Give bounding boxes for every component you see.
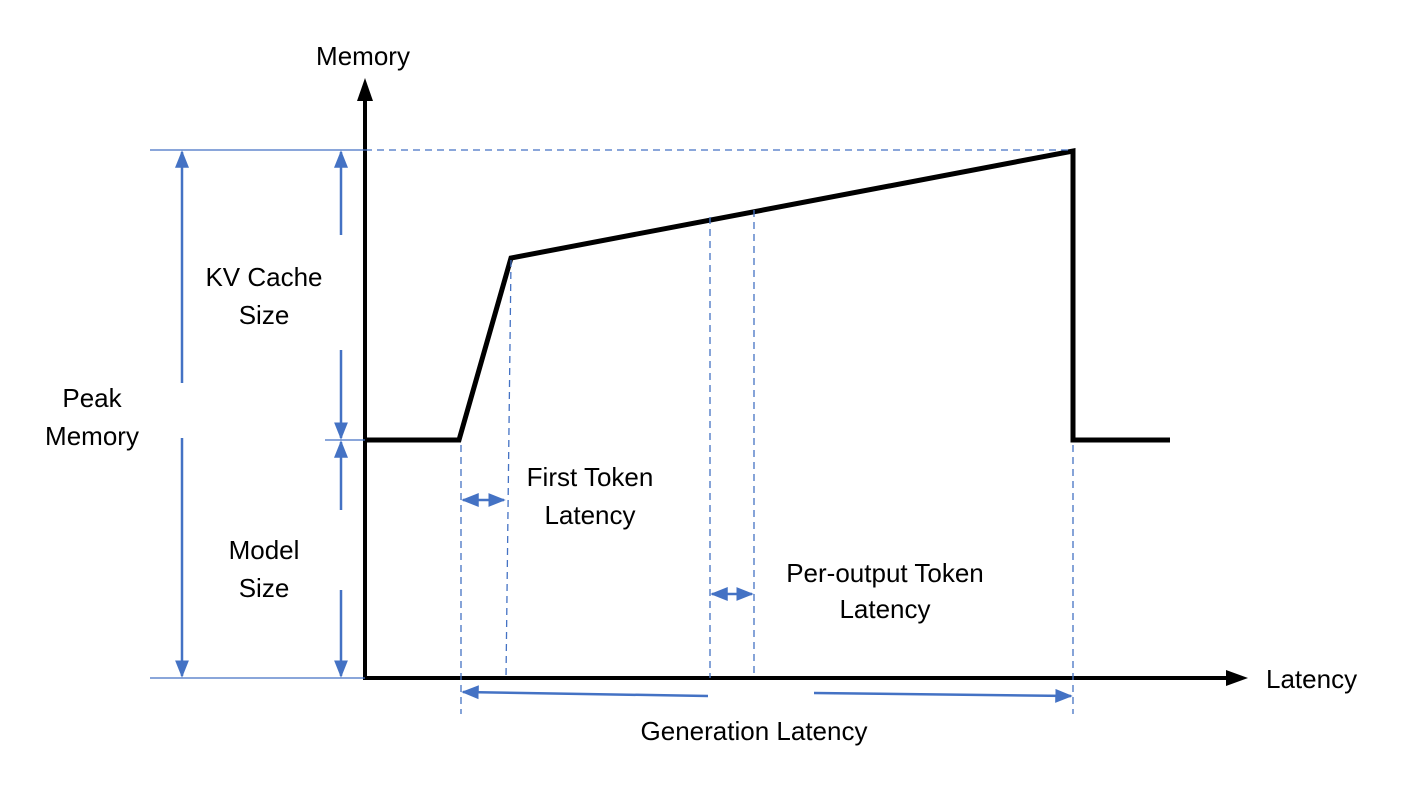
- per-token-label-line1: Per-output Token: [786, 558, 984, 588]
- y-axis-label: Memory: [316, 41, 410, 71]
- y-axis-arrowhead: [357, 78, 373, 101]
- generation-latency-arrows: [461, 685, 1073, 703]
- model-size-label-line1: Model: [229, 535, 300, 565]
- axes: [357, 78, 1248, 686]
- guide-lines: [365, 149, 1074, 714]
- x-axis-arrowhead: [1226, 670, 1248, 686]
- kv-cache-label-line1: KV Cache: [205, 262, 322, 292]
- generation-latency-label: Generation Latency: [641, 716, 868, 746]
- model-size-label-line2: Size: [239, 573, 290, 603]
- first-token-label-line1: First Token: [527, 462, 654, 492]
- per-token-label-line2: Latency: [839, 594, 930, 624]
- generation-latency-arrow-left: [461, 685, 709, 700]
- kv-cache-label-line2: Size: [239, 300, 290, 330]
- generation-latency-arrow-right: [813, 688, 1073, 703]
- first-token-end-line: [505, 259, 512, 679]
- reference-lines: [150, 149, 365, 679]
- x-axis-label: Latency: [1266, 664, 1357, 694]
- memory-curve: [365, 147, 1170, 443]
- peak-memory-label-line1: Peak: [62, 383, 122, 413]
- peak-memory-label-line2: Memory: [45, 421, 139, 451]
- first-token-label-line2: Latency: [544, 500, 635, 530]
